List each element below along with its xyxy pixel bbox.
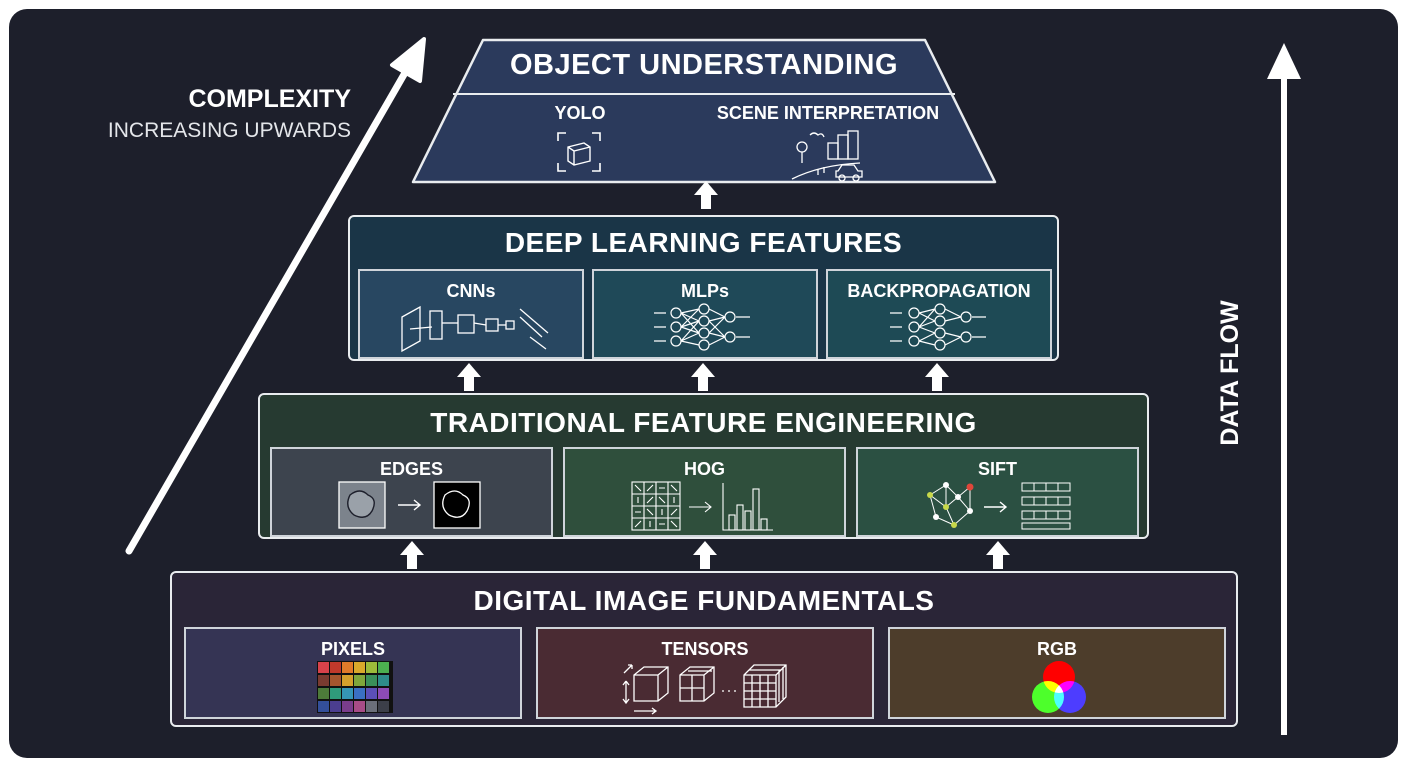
diagram-canvas: COMPLEXITY INCREASING UPWARDS DATA FLOW …	[9, 9, 1398, 758]
object-understanding-tier: OBJECT UNDERSTANDING YOLO SCENE INTERPRE…	[410, 37, 998, 185]
rgb-venn-icon	[1032, 661, 1086, 713]
complexity-title: COMPLEXITY	[188, 85, 351, 113]
bounding-box-cube-icon	[557, 132, 601, 172]
mlps-cell: MLPs	[592, 269, 818, 359]
arrow-up-icon	[694, 181, 718, 209]
sift-label: SIFT	[978, 459, 1017, 479]
arrow-up-icon	[986, 541, 1010, 569]
fundamentals-tier: DIGITAL IMAGE FUNDAMENTALS PIXELS TENSOR…	[170, 571, 1238, 727]
yolo-label: YOLO	[554, 103, 606, 123]
arrow-up-icon	[400, 541, 424, 569]
complexity-subtitle: INCREASING UPWARDS	[107, 119, 351, 142]
edge-detection-icon	[338, 481, 481, 529]
scene-interpretation-label: SCENE INTERPRETATION	[716, 103, 940, 123]
tensor-cubes-icon	[622, 664, 787, 715]
deep-learning-tier: DEEP LEARNING FEATURES CNNs MLPs	[348, 215, 1059, 361]
tensors-label: TENSORS	[661, 639, 749, 659]
object-tier-title: OBJECT UNDERSTANDING	[509, 49, 899, 81]
hog-cell: HOG	[563, 447, 846, 537]
cnn-layers-icon	[401, 305, 549, 353]
backpropagation-label: BACKPROPAGATION	[847, 281, 1031, 301]
cnns-label: CNNs	[446, 281, 496, 301]
rgb-cell: RGB	[888, 627, 1226, 719]
neural-network-icon	[654, 303, 750, 351]
backpropagation-cell: BACKPROPAGATION	[826, 269, 1052, 359]
data-flow-label: DATA FLOW	[1216, 300, 1244, 446]
arrow-up-icon	[457, 363, 481, 391]
data-flow-arrow	[1267, 43, 1301, 735]
deep-tier-title: DEEP LEARNING FEATURES	[504, 227, 903, 258]
arrow-up-icon	[693, 541, 717, 569]
mlps-label: MLPs	[680, 281, 729, 301]
sift-cell: SIFT	[856, 447, 1139, 537]
tensors-cell: TENSORS	[536, 627, 874, 719]
backprop-network-icon	[890, 303, 986, 351]
hog-histogram-icon	[631, 481, 773, 531]
traditional-tier-title: TRADITIONAL FEATURE ENGINEERING	[430, 407, 977, 438]
pixels-cell: PIXELS	[184, 627, 522, 719]
hog-label: HOG	[683, 459, 725, 479]
rgb-label: RGB	[1037, 639, 1077, 659]
arrow-up-icon	[691, 363, 715, 391]
cnns-cell: CNNs	[358, 269, 584, 359]
city-scene-icon	[791, 130, 863, 182]
object-tier-frame	[411, 38, 997, 184]
pixels-label: PIXELS	[320, 639, 386, 659]
complexity-arrow	[125, 37, 426, 555]
traditional-tier: TRADITIONAL FEATURE ENGINEERING EDGES HO…	[258, 393, 1149, 539]
fundamentals-tier-title: DIGITAL IMAGE FUNDAMENTALS	[473, 585, 935, 616]
edges-label: EDGES	[379, 459, 444, 479]
arrow-up-icon	[925, 363, 949, 391]
sift-keypoints-icon	[927, 482, 1071, 530]
pixel-grid-icon	[317, 661, 393, 713]
edges-cell: EDGES	[270, 447, 553, 537]
